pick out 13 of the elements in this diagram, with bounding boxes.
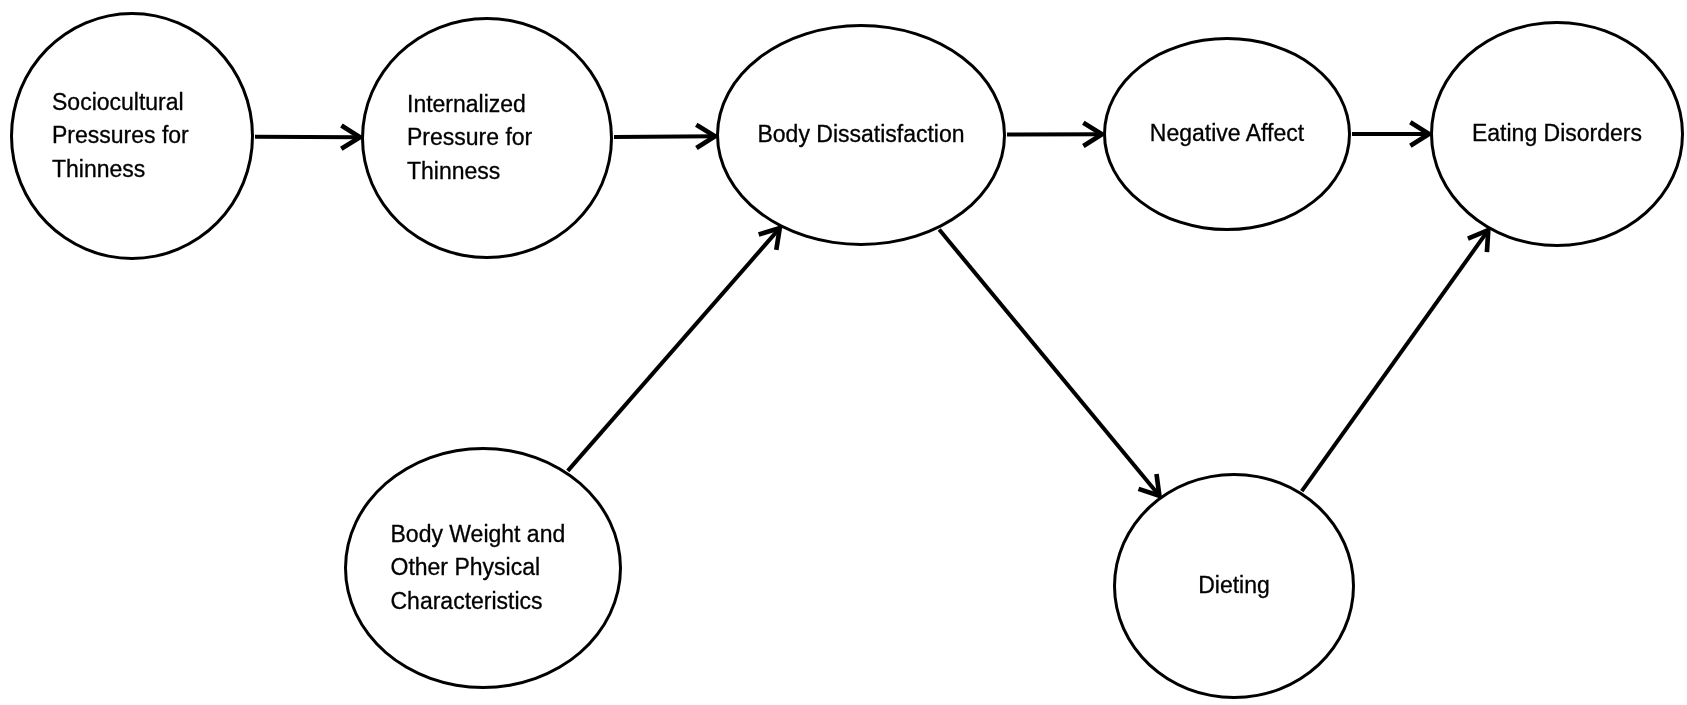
- node-label: Body Dissatisfaction: [757, 120, 965, 150]
- node-label: Body Weight and Other Physical Characteristics: [390, 520, 567, 616]
- arrow: [937, 228, 1162, 499]
- arrow: [1352, 120, 1432, 148]
- arrow: [1300, 227, 1491, 493]
- arrow: [614, 122, 718, 151]
- node-label: Negative Affect: [1149, 119, 1305, 149]
- arrow: [1007, 120, 1105, 149]
- node-label: Eating Disorders: [1472, 119, 1642, 149]
- arrow: [255, 123, 363, 152]
- node-label: Dieting: [1198, 571, 1270, 601]
- node-label: Sociocultural Pressures for Thinness: [52, 88, 190, 184]
- node-label: Internalized Pressure for Thinness: [407, 90, 534, 186]
